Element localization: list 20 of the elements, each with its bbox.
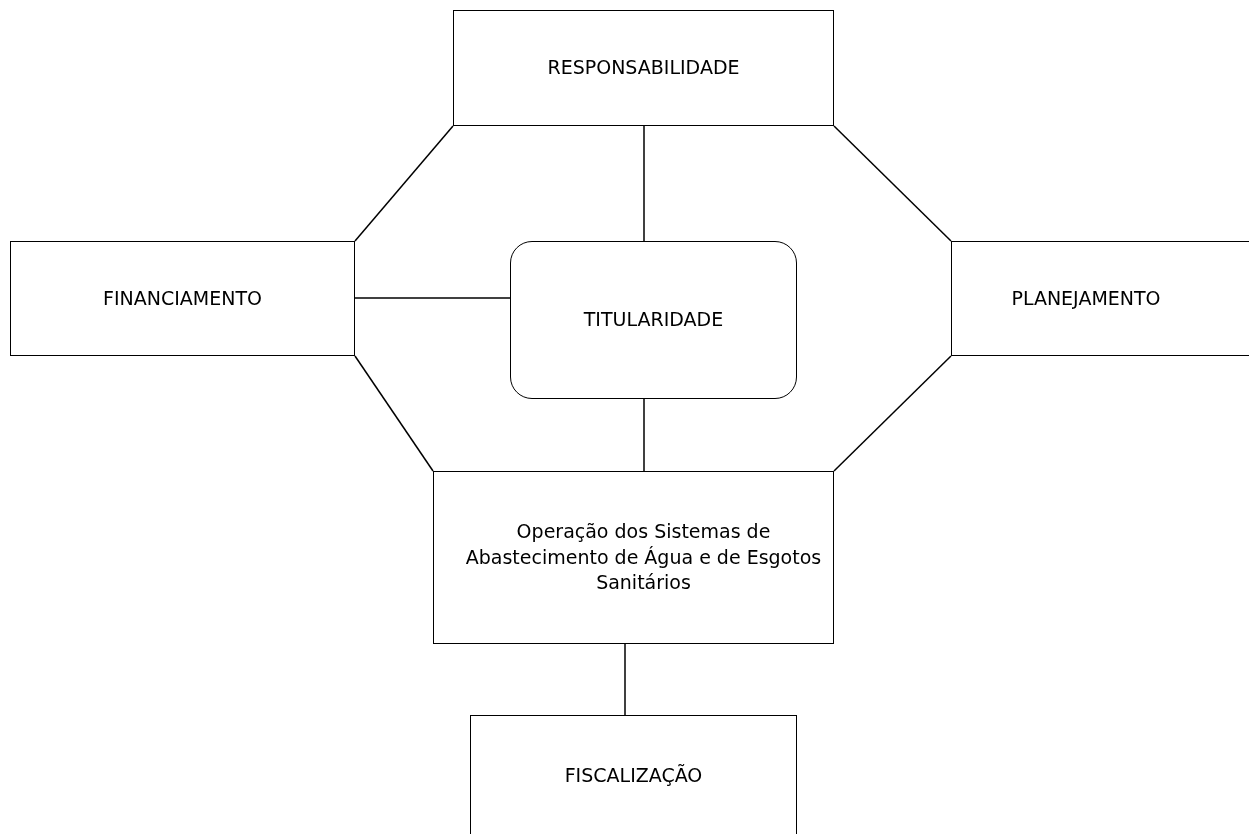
connector-line [624,643,626,716]
process-box [951,241,1249,356]
process-box [453,10,834,126]
node-label: RESPONSABILIDADE [547,55,740,81]
node-label: FISCALIZAÇÃO [564,763,703,789]
connector-line [354,297,511,299]
node-label: FINANCIAMENTO [103,285,262,311]
connector-line [833,355,952,472]
connector-line [833,125,952,242]
process-box [470,715,797,834]
process-box [433,471,834,644]
connector-line [643,398,645,472]
node-label: Operação dos Sistemas de Abastecimento de Água e de Esgotos Sanitários [464,519,823,596]
node-label: PLANEJAMENTO [1011,285,1161,311]
process-box [10,241,355,356]
node-label: TITULARIDADE [583,307,724,333]
connector-line [643,125,645,242]
connector-line [354,355,434,472]
connector-line [354,125,454,242]
rounded-box [510,241,797,399]
